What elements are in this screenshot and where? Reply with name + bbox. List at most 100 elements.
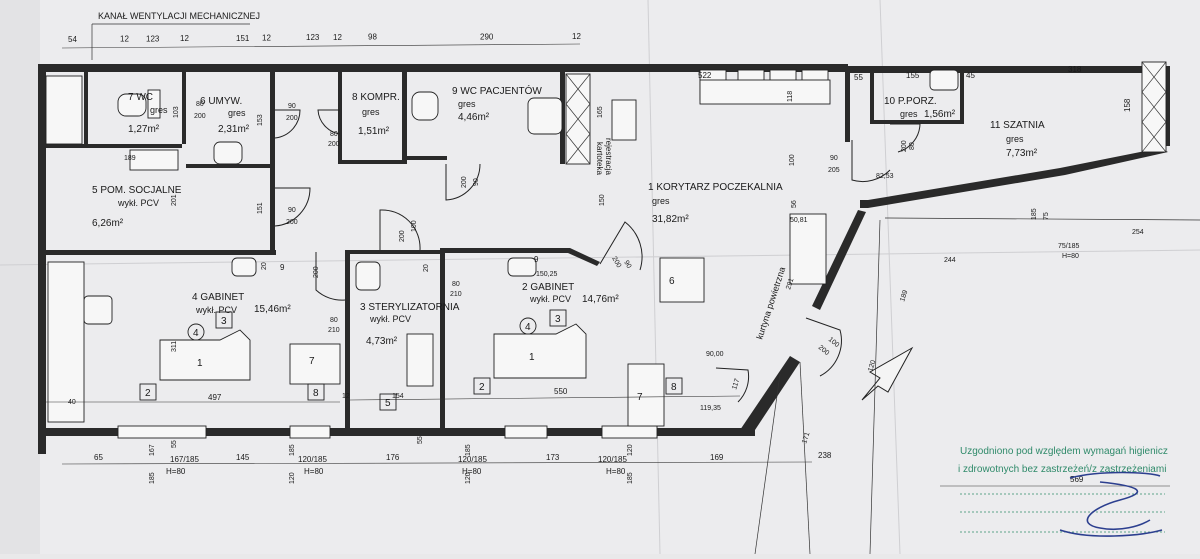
wheelchair-space <box>659 257 705 303</box>
entrance-arrow <box>861 346 914 401</box>
dim: 55 <box>171 440 178 448</box>
dim: 189 <box>899 289 909 302</box>
door-arc <box>315 252 346 301</box>
room-area: 1,56m² <box>924 109 956 120</box>
door-arc <box>274 109 301 139</box>
room-name: 11 SZATNIA <box>990 120 1045 131</box>
tag-circle <box>187 323 205 341</box>
toilet <box>117 93 147 117</box>
dim: 311 <box>171 341 178 352</box>
approval-stamp: Uzgodniono pod względem wymagań higienic… <box>958 446 1168 537</box>
dim: 90,00 <box>706 351 724 358</box>
room-name: 5 POM. SOCJALNE <box>92 185 182 196</box>
dim: 20 <box>423 264 430 272</box>
dimension-label: 151 <box>236 34 250 43</box>
cabinet <box>289 343 341 385</box>
dimension-label: 12 <box>262 34 271 43</box>
room-floor: wykł. PCV <box>529 294 571 304</box>
tag-box <box>215 311 233 329</box>
dim: 171 <box>801 431 811 444</box>
partition <box>402 72 407 164</box>
dimension-label: H=80 <box>462 467 482 476</box>
dim: 200 <box>194 113 206 120</box>
room-floor: gres <box>228 108 246 118</box>
fixtures <box>45 69 959 427</box>
tag-box <box>549 309 567 327</box>
dental-chair <box>493 323 587 379</box>
window <box>289 425 331 439</box>
wall-bottom <box>655 428 755 436</box>
room-name: 8 KOMPR. <box>352 92 400 103</box>
dim: 150,25 <box>536 271 558 278</box>
stamp-line-1: Uzgodniono pod względem wymagań higienic… <box>960 446 1168 457</box>
shaft-cross <box>565 73 591 165</box>
furniture-tag: 8 <box>671 382 677 393</box>
washbasin <box>929 69 959 91</box>
dimension-label: 120 <box>465 472 472 484</box>
door-arc <box>715 367 750 403</box>
partition <box>874 120 964 124</box>
washbasin <box>355 261 381 291</box>
dim: 497 <box>208 393 222 402</box>
partition <box>186 164 270 168</box>
partition <box>560 72 565 164</box>
dim: 20 <box>261 262 268 270</box>
dimension-label: 290 <box>480 32 494 41</box>
dimension-label: 173 <box>546 453 560 462</box>
dimension-label: 185 <box>465 444 472 456</box>
wall-bottom <box>38 428 158 436</box>
dimension-label: 167/185 <box>170 455 199 464</box>
counter <box>47 261 85 423</box>
dimension-label: 98 <box>368 33 377 42</box>
dim: 45 <box>966 71 975 80</box>
dim: 117 <box>731 378 741 391</box>
dim: 80 <box>330 317 338 324</box>
dim: 90 <box>830 155 838 162</box>
dim: 165 <box>597 106 604 118</box>
room-area: 14,76m² <box>582 294 619 305</box>
door-arc <box>890 123 921 153</box>
dim: 151 <box>257 202 264 214</box>
room-labels: 7 WC gres 1,27m² 6 UMYW. gres 2,31m² 8 K… <box>92 84 1045 347</box>
tag-box <box>665 377 683 395</box>
archive-label: kartoteka <box>595 142 604 175</box>
dim: 90 <box>288 103 296 110</box>
furniture-tag: 3 <box>555 314 561 325</box>
dimension-label: 185 <box>627 472 634 484</box>
dimension-label: 12 <box>333 33 342 42</box>
fold-line <box>647 0 661 555</box>
reception-label: rejestracja <box>604 138 613 175</box>
room-name: 6 UMYW. <box>200 96 242 107</box>
partition <box>845 72 850 142</box>
furniture-tag: 3 <box>221 316 227 327</box>
room-area: 2,31m² <box>218 124 250 135</box>
dim: 120 <box>867 359 877 372</box>
furniture-tag: 2 <box>145 388 151 399</box>
dimension-label: 120/185 <box>298 455 327 464</box>
dim: 80 <box>330 131 338 138</box>
partition <box>345 250 350 430</box>
wall-bottom <box>545 428 605 436</box>
partition <box>870 72 874 124</box>
shaft-cross <box>1141 61 1167 153</box>
room-name: 7 WC <box>128 92 153 103</box>
tag-box <box>139 383 157 401</box>
double-sink <box>406 333 434 387</box>
dim: 254 <box>1132 229 1144 236</box>
dimension-label: 176 <box>386 453 400 462</box>
dim: 201 <box>171 194 178 206</box>
room-name: 1 KORYTARZ POCZEKALNIA <box>648 182 783 193</box>
top-dimension-line <box>61 43 581 49</box>
outline <box>869 219 881 555</box>
dim: 100 <box>789 154 796 166</box>
dim: 205 <box>828 167 840 174</box>
room-area: 4,73m² <box>366 336 398 347</box>
dim: 82,53 <box>876 173 894 180</box>
dim: 522 <box>698 71 712 80</box>
wall-szatnia-bottom <box>860 148 1168 208</box>
dimension-label: H=80 <box>304 467 324 476</box>
dim: H=80 <box>1062 253 1079 260</box>
bottom-dimension-line <box>61 461 813 465</box>
